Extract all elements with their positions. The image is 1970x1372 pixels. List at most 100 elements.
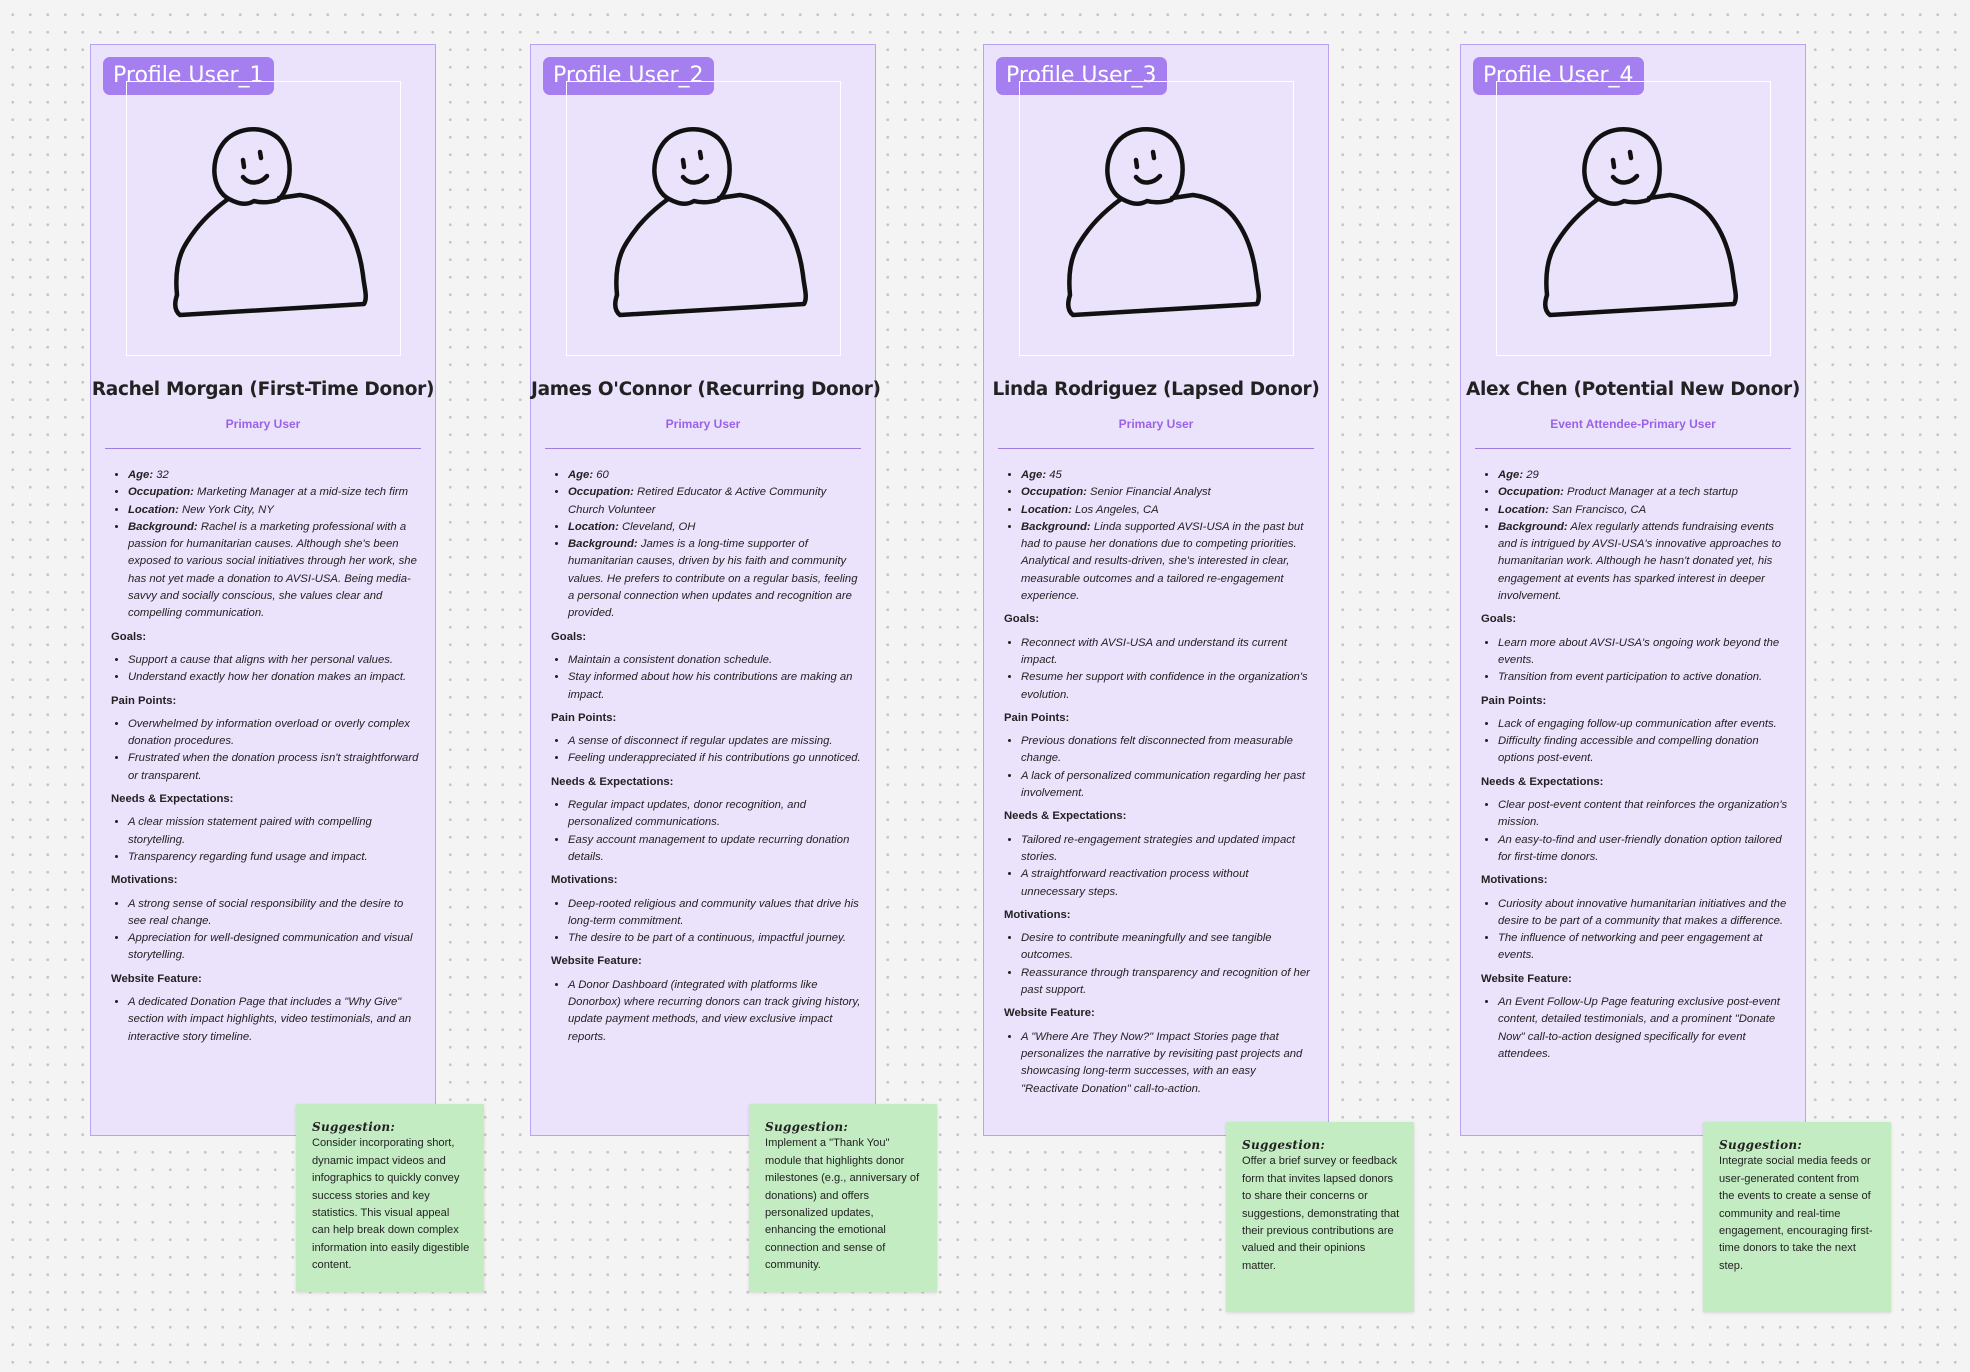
list-item: An Event Follow-Up Page featuring exclus… (1498, 994, 1791, 1063)
list-item: Easy account management to update recurr… (568, 832, 861, 867)
needs-heading: Needs & Expectations: (551, 775, 674, 788)
pain-points-heading: Pain Points: (1004, 711, 1070, 724)
divider (105, 448, 421, 449)
goals-list: Maintain a consistent donation schedule.… (551, 652, 861, 704)
needs-heading: Needs & Expectations: (111, 793, 234, 806)
list-item: Appreciation for well-designed communica… (128, 930, 421, 965)
demographics-list: Age: 29 Occupation: Product Manager at a… (1481, 467, 1791, 605)
pain-points-heading: Pain Points: (1481, 694, 1547, 707)
list-item: Desire to contribute meaningfully and se… (1021, 930, 1314, 965)
background-item: Background: Linda supported AVSI-USA in … (1021, 519, 1314, 605)
goals-list: Reconnect with AVSI-USA and understand i… (1004, 635, 1314, 704)
pain-points-list: Previous donations felt disconnected fro… (1004, 733, 1314, 802)
age-item: Age: 60 (568, 467, 861, 484)
persona-details: Age: 32 Occupation: Marketing Manager at… (111, 467, 421, 1052)
motivations-heading: Motivations: (1004, 908, 1071, 921)
persona-name: Rachel Morgan (First-Time Donor) (91, 379, 435, 400)
motivations-list: Desire to contribute meaningfully and se… (1004, 930, 1314, 999)
website-feature-heading: Website Feature: (1481, 972, 1572, 985)
needs-list: A clear mission statement paired with co… (111, 814, 421, 866)
location-item: Location: New York City, NY (128, 502, 421, 519)
motivations-heading: Motivations: (551, 874, 618, 887)
profile-card-2[interactable]: Profile User_2 James O'Connor (Recurring… (530, 44, 881, 1136)
goals-heading: Goals: (551, 630, 587, 643)
motivations-heading: Motivations: (111, 874, 178, 887)
suggestion-sticky-note-3[interactable]: Suggestion: Offer a brief survey or feed… (1226, 1122, 1414, 1312)
suggestion-sticky-note-4[interactable]: Suggestion: Integrate social media feeds… (1703, 1122, 1891, 1312)
list-item: A straightforward reactivation process w… (1021, 866, 1314, 901)
demographics-list: Age: 45 Occupation: Senior Financial Ana… (1004, 467, 1314, 605)
background-item: Background: Rachel is a marketing profes… (128, 519, 421, 623)
motivations-heading: Motivations: (1481, 874, 1548, 887)
suggestion-title: Suggestion: (1719, 1138, 1803, 1152)
list-item: Clear post-event content that reinforces… (1498, 797, 1791, 832)
list-item: A "Where Are They Now?" Impact Stories p… (1021, 1029, 1314, 1098)
age-item: Age: 45 (1021, 467, 1314, 484)
divider (545, 448, 861, 449)
person-doodle-icon (613, 126, 808, 318)
persona-details: Age: 45 Occupation: Senior Financial Ana… (1004, 467, 1314, 1104)
list-item: A strong sense of social responsibility … (128, 896, 421, 931)
pain-points-heading: Pain Points: (551, 711, 617, 724)
list-item: Understand exactly how her donation make… (128, 669, 421, 686)
occupation-item: Occupation: Product Manager at a tech st… (1498, 484, 1791, 501)
list-item: Reassurance through transparency and rec… (1021, 965, 1314, 1000)
goals-heading: Goals: (1481, 613, 1517, 626)
avatar-frame (1496, 81, 1771, 356)
persona-role: Event Attendee-Primary User (1550, 417, 1716, 431)
persona-name: James O'Connor (Recurring Donor) (531, 379, 881, 400)
persona-details: Age: 29 Occupation: Product Manager at a… (1481, 467, 1791, 1069)
demographics-list: Age: 60 Occupation: Retired Educator & A… (551, 467, 861, 623)
list-item: A dedicated Donation Page that includes … (128, 994, 421, 1046)
pain-points-list: A sense of disconnect if regular updates… (551, 733, 861, 768)
list-item: Transparency regarding fund usage and im… (128, 849, 421, 866)
persona-role: Primary User (665, 417, 741, 431)
profile-tag: Profile User_3 (996, 57, 1167, 95)
needs-list: Regular impact updates, donor recognitio… (551, 797, 861, 866)
motivations-list: Deep-rooted religious and community valu… (551, 896, 861, 948)
website-feature-heading: Website Feature: (111, 972, 202, 985)
person-doodle-icon (1543, 126, 1738, 318)
background-item: Background: James is a long-time support… (568, 536, 861, 622)
list-item: Reconnect with AVSI-USA and understand i… (1021, 635, 1314, 670)
suggestion-text: Implement a "Thank You" module that high… (765, 1137, 920, 1272)
list-item: Transition from event participation to a… (1498, 669, 1791, 686)
list-item: Curiosity about innovative humanitarian … (1498, 896, 1791, 931)
location-item: Location: Cleveland, OH (568, 519, 861, 536)
profile-card-3[interactable]: Profile User_3 Linda Rodriguez (Lapsed D… (983, 44, 1329, 1136)
pain-points-list: Lack of engaging follow-up communication… (1481, 716, 1791, 768)
persona-name: Linda Rodriguez (Lapsed Donor) (992, 379, 1320, 400)
list-item: Stay informed about how his contribution… (568, 669, 861, 704)
list-item: The desire to be part of a continuous, i… (568, 930, 861, 947)
list-item: A lack of personalized communication reg… (1021, 768, 1314, 803)
list-item: Deep-rooted religious and community valu… (568, 896, 861, 931)
person-doodle-icon (1066, 126, 1261, 318)
age-item: Age: 29 (1498, 467, 1791, 484)
occupation-item: Occupation: Retired Educator & Active Co… (568, 484, 861, 519)
motivations-list: Curiosity about innovative humanitarian … (1481, 896, 1791, 965)
suggestion-sticky-note-2[interactable]: Suggestion: Implement a "Thank You" modu… (749, 1104, 937, 1292)
list-item: Learn more about AVSI-USA's ongoing work… (1498, 635, 1791, 670)
needs-list: Clear post-event content that reinforces… (1481, 797, 1791, 866)
website-feature-heading: Website Feature: (551, 955, 642, 968)
list-item: Feeling underappreciated if his contribu… (568, 750, 861, 767)
list-item: Support a cause that aligns with her per… (128, 652, 421, 669)
goals-heading: Goals: (111, 630, 147, 643)
profile-card-1[interactable]: Profile User_1 Rachel Morgan (First-Time… (90, 44, 436, 1136)
suggestion-text: Consider incorporating short, dynamic im… (312, 1137, 470, 1272)
suggestion-text: Integrate social media feeds or user-gen… (1719, 1155, 1873, 1272)
age-item: Age: 32 (128, 467, 421, 484)
suggestion-title: Suggestion: (765, 1120, 849, 1134)
suggestion-title: Suggestion: (1242, 1138, 1326, 1152)
goals-heading: Goals: (1004, 613, 1040, 626)
list-item: Overwhelmed by information overload or o… (128, 716, 421, 751)
background-item: Background: Alex regularly attends fundr… (1498, 519, 1791, 605)
website-feature-list: A dedicated Donation Page that includes … (111, 994, 421, 1046)
needs-heading: Needs & Expectations: (1481, 775, 1604, 788)
suggestion-sticky-note-1[interactable]: Suggestion: Consider incorporating short… (296, 1104, 484, 1292)
profile-card-4[interactable]: Profile User_4 Alex Chen (Potential New … (1460, 44, 1806, 1136)
list-item: A Donor Dashboard (integrated with platf… (568, 977, 861, 1046)
pain-points-list: Overwhelmed by information overload or o… (111, 716, 421, 785)
persona-role: Primary User (1118, 417, 1194, 431)
location-item: Location: San Francisco, CA (1498, 502, 1791, 519)
